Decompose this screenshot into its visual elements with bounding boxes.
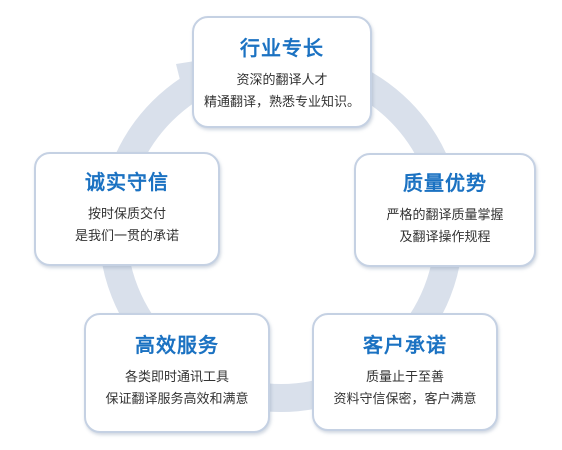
node-title: 行业专长 <box>240 36 324 60</box>
node-desc-line: 精通翻译，熟悉专业知识。 <box>203 95 360 110</box>
node-desc-line: 资深的翻译人才 <box>236 73 328 88</box>
node-desc-line: 及翻译操作规程 <box>399 230 491 245</box>
node-title: 客户承诺 <box>363 333 447 357</box>
node-desc-line: 是我们一贯的承诺 <box>74 229 179 244</box>
node-honesty-trust: 诚实守信 按时保质交付 是我们一贯的承诺 <box>34 152 220 266</box>
node-customer-commitment: 客户承诺 质量止于至善 资料守信保密，客户满意 <box>312 313 498 431</box>
node-desc-line: 资料守信保密，客户满意 <box>333 392 477 407</box>
node-efficient-service: 高效服务 各类即时通讯工具 保证翻译服务高效和满意 <box>84 313 270 433</box>
node-title: 质量优势 <box>403 171 487 195</box>
node-title: 诚实守信 <box>85 170 169 194</box>
node-industry-expertise: 行业专长 资深的翻译人才 精通翻译，熟悉专业知识。 <box>192 16 372 128</box>
node-quality-advantage: 质量优势 严格的翻译质量掌握 及翻译操作规程 <box>354 153 536 267</box>
node-desc-line: 各类即时通讯工具 <box>124 370 229 385</box>
node-title: 高效服务 <box>135 333 219 357</box>
node-desc-line: 质量止于至善 <box>365 370 444 385</box>
node-desc-line: 按时保质交付 <box>87 207 166 222</box>
node-desc-line: 严格的翻译质量掌握 <box>386 208 504 223</box>
node-desc-line: 保证翻译服务高效和满意 <box>105 392 249 407</box>
